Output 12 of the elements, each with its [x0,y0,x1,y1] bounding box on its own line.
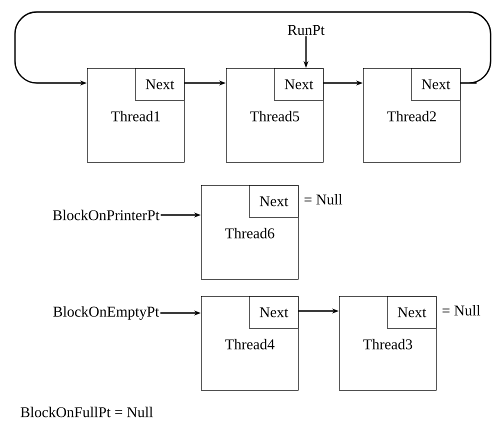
pointer-name: BlockOnPrinterPt [52,210,160,220]
next-field: Next [249,296,299,329]
pointer-name: BlockOnEmptyPt [53,306,160,320]
next-field: Next [135,68,185,101]
null-note: = Null [304,194,342,205]
next-field: Next [411,68,461,101]
null-note: = Null [442,305,480,316]
null-note: BlockOnFullPt = Null [20,406,153,418]
next-field: Next [387,296,437,329]
next-field: Next [249,185,299,218]
next-field: Next [274,68,324,101]
pointer-name: RunPt [288,25,325,35]
